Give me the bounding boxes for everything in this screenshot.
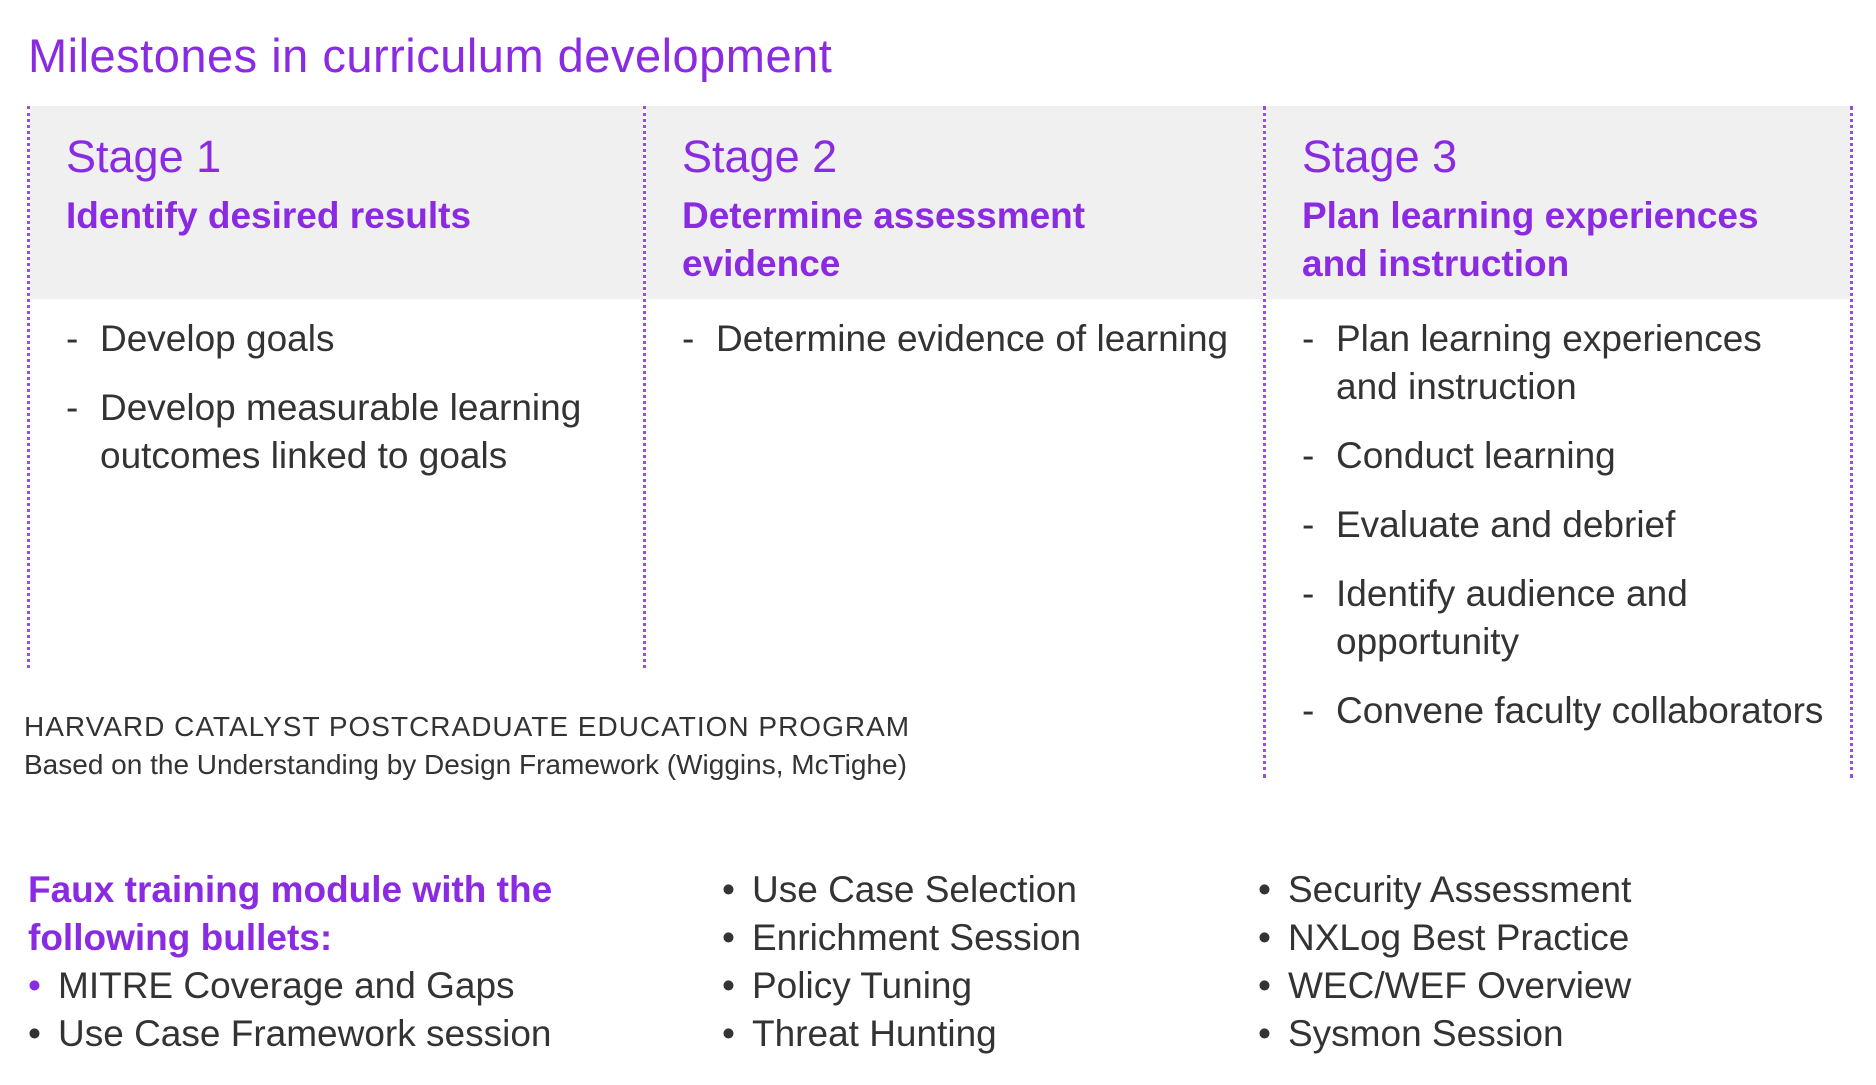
list-item: • Use Case Selection bbox=[722, 866, 1081, 914]
source-note: Based on the Understanding by Design Fra… bbox=[24, 749, 907, 780]
stage-1-label: Stage 1 bbox=[66, 131, 222, 182]
list-item-text: Policy Tuning bbox=[752, 965, 973, 1006]
bullet-marker: • bbox=[28, 965, 41, 1006]
stage-2-column: Stage 2 Determine assessment evidence -D… bbox=[643, 106, 1263, 668]
faux-module-column-3: • Security Assessment • NXLog Best Practic… bbox=[1258, 866, 1631, 1058]
list-item-text: Enrichment Session bbox=[752, 917, 1082, 958]
source-credit: HARVARD CATALYST POSTCRADUATE EDUCATION … bbox=[24, 708, 910, 784]
stage-3-label: Stage 3 bbox=[1302, 131, 1458, 182]
dash-marker: - bbox=[66, 387, 79, 428]
list-item-text: Security Assessment bbox=[1288, 869, 1632, 910]
stage-3-title: Plan learning experiences and instructio… bbox=[1302, 195, 1759, 284]
stage-2-items: -Determine evidence of learning bbox=[646, 299, 1263, 363]
stage-1-column: Stage 1 Identify desired results -Develo… bbox=[27, 106, 643, 668]
stage-item-text: Identify audience and opportunity bbox=[1336, 573, 1688, 662]
stage-item-text: Evaluate and debrief bbox=[1336, 504, 1676, 545]
list-item: • Sysmon Session bbox=[1258, 1010, 1631, 1058]
bullet-marker: • bbox=[722, 917, 735, 958]
list-item-text: Sysmon Session bbox=[1288, 1013, 1564, 1054]
list-item-text: MITRE Coverage and Gaps bbox=[58, 965, 515, 1006]
dash-marker: - bbox=[66, 318, 79, 359]
faux-module-list-3: • Security Assessment • NXLog Best Practic… bbox=[1258, 866, 1631, 1058]
stage-1-title: Identify desired results bbox=[66, 195, 472, 236]
stage-item-text: Develop goals bbox=[100, 318, 335, 359]
dash-marker: - bbox=[1302, 435, 1315, 476]
stage-item-text: Develop measurable learning outcomes lin… bbox=[100, 387, 582, 476]
faux-module-column-1: Faux training module with the following … bbox=[28, 866, 648, 1058]
dash-marker: - bbox=[1302, 504, 1315, 545]
list-item-text: WEC/WEF Overview bbox=[1288, 965, 1632, 1006]
list-item: • NXLog Best Practice bbox=[1258, 914, 1631, 962]
faux-module-column-2: •Use Case Selection •Enrichment Session … bbox=[722, 866, 1081, 1058]
stage-item: -Plan learning experiences and instructi… bbox=[1302, 315, 1826, 411]
dash-marker: - bbox=[1302, 573, 1315, 614]
stage-2-header: Stage 2 Determine assessment evidence bbox=[646, 106, 1263, 299]
stage-1-items: -Develop goals -Develop measurable learn… bbox=[30, 299, 643, 480]
dash-marker: - bbox=[682, 318, 695, 359]
stage-3-items: -Plan learning experiences and instructi… bbox=[1266, 299, 1850, 735]
stages-diagram: Stage 1 Identify desired results -Develo… bbox=[27, 106, 1853, 778]
list-item: • Policy Tuning bbox=[722, 962, 1081, 1010]
bullet-marker: • bbox=[722, 965, 735, 1006]
stage-item: -Evaluate and debrief bbox=[1302, 501, 1826, 549]
stage-item-text: Convene faculty collaborators bbox=[1336, 690, 1824, 731]
bullet-marker: • bbox=[722, 1013, 735, 1054]
faux-module-list-1: • MITRE Coverage and Gaps • Use Case Frame… bbox=[28, 962, 648, 1058]
list-item: • WEC/WEF Overview bbox=[1258, 962, 1631, 1010]
stage-item: -Develop goals bbox=[66, 315, 619, 363]
stage-3-column: Stage 3 Plan learning experiences and in… bbox=[1263, 106, 1853, 778]
stage-item: -Conduct learning bbox=[1302, 432, 1826, 480]
faux-module-list-2: •Use Case Selection •Enrichment Session … bbox=[722, 866, 1081, 1058]
stage-item: -Identify audience and opportunity bbox=[1302, 570, 1826, 666]
bullet-marker: • bbox=[1258, 1013, 1271, 1054]
list-item-text: Use Case Selection bbox=[752, 869, 1077, 910]
faux-module-heading: Faux training module with the following … bbox=[28, 869, 553, 958]
bullet-marker: • bbox=[1258, 965, 1271, 1006]
stage-1-header: Stage 1 Identify desired results bbox=[30, 106, 643, 299]
stage-3-header: Stage 3 Plan learning experiences and in… bbox=[1266, 106, 1850, 299]
list-item: • Enrichment Session bbox=[722, 914, 1081, 962]
stage-item-text: Conduct learning bbox=[1336, 435, 1616, 476]
list-item: • Use Case Framework session bbox=[28, 1010, 648, 1058]
list-item: • MITRE Coverage and Gaps bbox=[28, 962, 648, 1010]
stage-item: -Develop measurable learning outcomes li… bbox=[66, 384, 619, 480]
source-organization: HARVARD CATALYST POSTCRADUATE EDUCATION … bbox=[24, 711, 911, 742]
bullet-marker: • bbox=[28, 1013, 41, 1054]
bullet-marker: • bbox=[722, 869, 735, 910]
stage-item-text: Plan learning experiences and instructio… bbox=[1336, 318, 1762, 407]
list-item: • Threat Hunting bbox=[722, 1010, 1081, 1058]
list-item-text: Use Case Framework session bbox=[58, 1013, 552, 1054]
list-item-text: NXLog Best Practice bbox=[1288, 917, 1630, 958]
stage-2-label: Stage 2 bbox=[682, 131, 838, 182]
list-item: • Security Assessment bbox=[1258, 866, 1631, 914]
stage-item-text: Determine evidence of learning bbox=[716, 318, 1229, 359]
stage-item: -Convene faculty collaborators bbox=[1302, 687, 1826, 735]
dash-marker: - bbox=[1302, 318, 1315, 359]
stage-2-title: Determine assessment evidence bbox=[682, 195, 1086, 284]
page-title: Milestones in curriculum development bbox=[28, 29, 833, 82]
list-item-text: Threat Hunting bbox=[752, 1013, 997, 1054]
dash-marker: - bbox=[1302, 690, 1315, 731]
stage-item: -Determine evidence of learning bbox=[682, 315, 1239, 363]
bullet-marker: • bbox=[1258, 869, 1271, 910]
bullet-marker: • bbox=[1258, 917, 1271, 958]
